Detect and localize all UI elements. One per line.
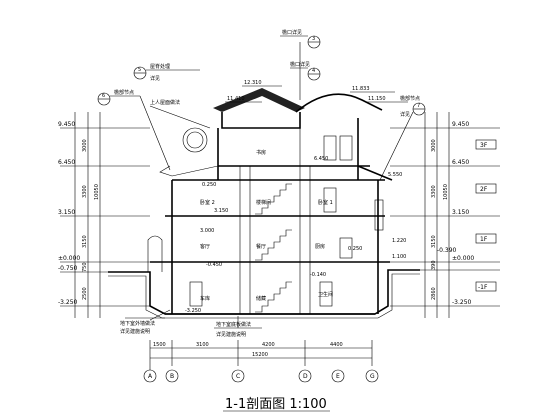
axis-d: D: [303, 373, 308, 380]
annotation-upper-right: 檐口详见: [290, 61, 310, 68]
room-garage: 车库: [200, 295, 210, 302]
symbol-top-number: 3: [312, 36, 315, 42]
axis-c: C: [236, 373, 240, 380]
inner-elev-1: 6.450: [314, 156, 328, 162]
right-dim-2: 3300: [431, 185, 437, 198]
bottom-dim-2: 3100: [196, 342, 209, 348]
axis-e: E: [336, 373, 340, 380]
annotation-bottom-center-1: 地下室底板做法: [216, 321, 251, 328]
floor-tag-3f: 3F: [480, 142, 488, 149]
room-bedroom-1: 卧室 1: [318, 199, 333, 206]
floor-tag-b1: -1F: [478, 284, 488, 291]
left-dim-total: 10050: [94, 184, 100, 200]
inner-elev-10: 1.100: [392, 254, 406, 260]
annotation-left-1: 屋脊处理: [150, 63, 170, 70]
roof-labels: 12.310 11.410 11.833 11.150: [225, 80, 408, 103]
inner-elev-8: 0.250: [202, 182, 216, 188]
roof-elev-3: 11.833: [352, 86, 370, 92]
right-elev-5: -0.390: [437, 247, 457, 254]
right-elev-4: ±0.000: [452, 255, 474, 262]
right-dim-3: 3150: [431, 235, 437, 248]
left-elevation-column: 9.450 6.450 3.150 ±0.000 -0.750 -3.250 3…: [58, 112, 150, 318]
left-elev-3: 3.150: [58, 209, 75, 216]
right-dim-4: 390: [431, 260, 437, 270]
floor-tag-2f: 2F: [480, 186, 488, 193]
room-stair: 楼梯间: [256, 199, 271, 206]
inner-elev-7: -3.250: [185, 308, 201, 314]
axis-b: B: [170, 373, 174, 380]
room-living: 客厅: [200, 243, 210, 250]
annotation-bottom-center-2: 详见建施说明: [216, 331, 246, 338]
left-elev-2: 6.450: [58, 159, 75, 166]
bottom-dim-1: 1500: [153, 342, 166, 348]
right-elev-1: 9.450: [452, 121, 469, 128]
inner-elev-6: -0.140: [310, 272, 326, 278]
left-dim-5: 2500: [82, 287, 88, 300]
symbol-right2-number: 7: [417, 103, 420, 109]
room-dining: 餐厅: [256, 243, 266, 250]
ground-profile: [108, 269, 420, 319]
inner-elev-5: -0.450: [206, 262, 222, 268]
bottom-dim-3: 4200: [262, 342, 275, 348]
symbol-right-number: 4: [312, 68, 315, 74]
left-elev-6: -3.250: [58, 299, 78, 306]
building-section: 卧室 2 卧室 1 客厅 餐厅 厨房 车库 储藏 卫生间 书房 楼梯间 6.45…: [147, 88, 406, 315]
inner-elev-4: 3.000: [200, 228, 214, 234]
annotation-top-center: 檐口详见: [282, 29, 302, 36]
left-dim-2: 3300: [82, 185, 88, 198]
room-study: 书房: [256, 149, 266, 156]
right-dim-5: 2860: [431, 287, 437, 300]
roof-elev-2: 11.410: [227, 96, 245, 102]
annotation-left-2: 详见: [150, 75, 160, 82]
symbol-left1-number: 5: [138, 67, 141, 73]
annotation-right-2: 详见: [400, 111, 410, 118]
room-storage: 储藏: [256, 295, 266, 302]
axis-a: A: [148, 373, 153, 380]
roof-elev-4: 11.150: [368, 96, 386, 102]
annotation-right-1: 檐部节点: [400, 95, 420, 102]
right-elev-3: 3.150: [452, 209, 469, 216]
roof-elev-1: 12.310: [244, 80, 262, 86]
inner-elev-3: 3.150: [214, 208, 228, 214]
right-elev-6: -3.250: [452, 299, 472, 306]
annotation-bottom-left-2: 详见建施说明: [120, 328, 150, 335]
floor-tag-1f: 1F: [480, 236, 488, 243]
drawing-title: 1-1剖面图 1:100: [225, 397, 327, 412]
inner-elev-11: 0.250: [348, 246, 362, 252]
annotation-left-4: 上人屋面做法: [150, 99, 180, 106]
right-dim-1: 3000: [431, 139, 437, 152]
left-dim-1: 3000: [82, 139, 88, 152]
right-elev-2: 6.450: [452, 159, 469, 166]
inner-elev-9: 1.220: [392, 238, 406, 244]
room-kitchen: 厨房: [315, 243, 325, 250]
right-dim-total: 10050: [443, 184, 449, 200]
callouts: 3 檐口详见 4 檐口详见 5 屋脊处理 详见 6 檐部节点 上人屋面做法 7 …: [97, 29, 426, 338]
left-dim-3: 3150: [82, 235, 88, 248]
annotation-bottom-left-1: 地下室外墙做法: [120, 320, 155, 327]
drawing-title-group: 1-1剖面图 1:100: [223, 397, 330, 412]
room-bedroom-2: 卧室 2: [200, 199, 215, 206]
left-elev-1: 9.450: [58, 121, 75, 128]
bottom-dimensions: 1500 3100 4200 4400 15200 A B C D E G: [143, 340, 379, 383]
left-elev-4: ±0.000: [58, 255, 80, 262]
bottom-dim-total: 15200: [252, 352, 268, 358]
annotation-left-3: 檐部节点: [114, 89, 134, 96]
right-elevation-column: 9.450 6.450 3.150 ±0.000 -0.390 -3.250 3…: [390, 112, 500, 318]
left-dim-4: 750: [82, 262, 88, 272]
symbol-left2-number: 6: [102, 93, 105, 99]
left-elev-5: -0.750: [58, 265, 78, 272]
room-bathroom: 卫生间: [318, 291, 333, 298]
inner-elev-2: 5.550: [388, 172, 402, 178]
axis-g: G: [370, 373, 375, 380]
bottom-dim-4: 4400: [330, 342, 343, 348]
